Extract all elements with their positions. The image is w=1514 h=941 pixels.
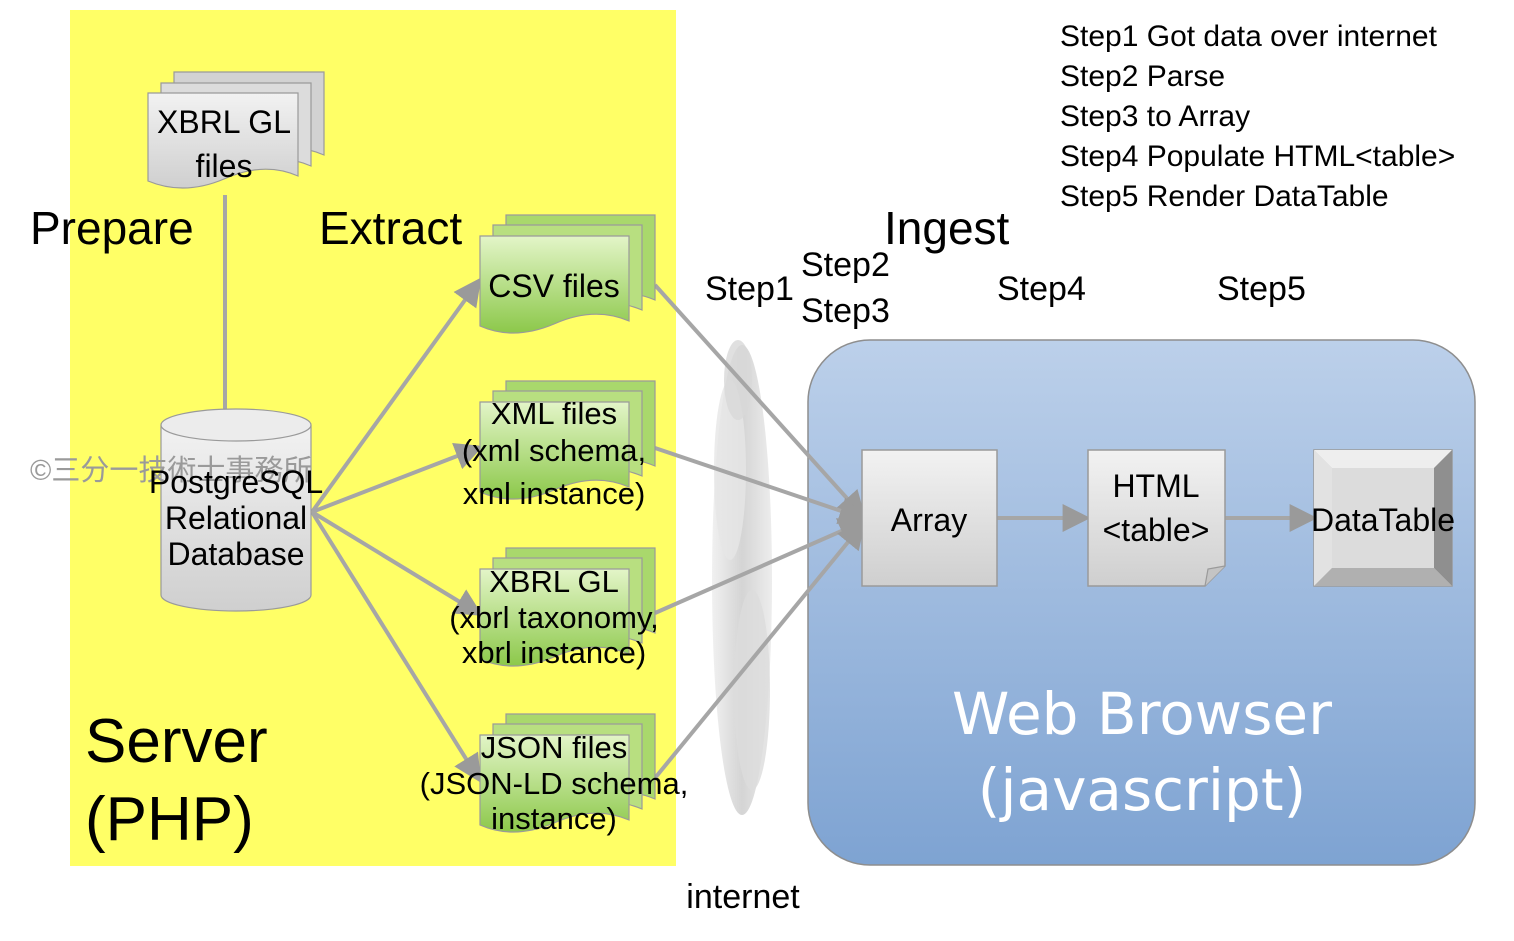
- database-line1: PostgreSQL: [149, 464, 323, 500]
- legend-step2: Step2 Parse: [1060, 60, 1225, 93]
- file-stack-xml: [479, 380, 656, 500]
- json-label-line1: JSON files: [481, 730, 627, 765]
- arrow-xml-to-array: [654, 446, 868, 525]
- legend-step1: Step1 Got data over internet: [1060, 20, 1438, 53]
- xbrl-source-line2: files: [196, 148, 253, 184]
- xbrl-source-line1: XBRL GL: [157, 104, 291, 140]
- array-label: Array: [891, 502, 967, 538]
- arrow-csv-to-array: [653, 283, 866, 520]
- browser-label-line1: Web Browser: [952, 680, 1332, 748]
- datatable-label: DataTable: [1311, 502, 1455, 538]
- phase-extract: Extract: [319, 202, 462, 254]
- file-stack-json: [479, 713, 656, 833]
- xbrl-label-line1: XBRL GL: [489, 564, 619, 599]
- marker-step4: Step4: [997, 270, 1086, 308]
- xbrl-label-line2: (xbrl taxonomy,: [449, 600, 659, 635]
- legend-step5: Step5 Render DataTable: [1060, 180, 1389, 213]
- arrow-db-to-xbrl: [310, 510, 483, 616]
- array-box: [861, 449, 998, 587]
- legend-step4: Step4 Populate HTML<table>: [1060, 140, 1455, 173]
- marker-step5: Step5: [1217, 270, 1306, 308]
- file-stack-csv: [479, 214, 656, 334]
- steps-legend: Step1 Got data over internet Step2 Parse…: [1060, 20, 1455, 213]
- marker-step3: Step3: [801, 292, 890, 330]
- xml-label-line2: (xml schema,: [462, 433, 646, 468]
- arrow-json-to-array: [653, 520, 866, 780]
- database-line3: Database: [168, 536, 305, 572]
- csv-label: CSV files: [488, 268, 620, 304]
- xbrl-source-files: [147, 71, 325, 189]
- flow-arrows: [211, 195, 1318, 783]
- internet-cloud: [712, 340, 772, 815]
- server-label-line1: Server: [85, 707, 268, 776]
- arrow-db-to-csv: [310, 277, 482, 514]
- xml-label-line3: xml instance): [463, 476, 646, 511]
- database-cylinder: [160, 408, 312, 612]
- xml-label-line1: XML files: [491, 396, 617, 431]
- database-line2: Relational: [165, 500, 307, 536]
- arrow-db-to-json: [310, 510, 481, 783]
- datatable-bevel-box: [1313, 449, 1453, 587]
- server-label-line2: (PHP): [85, 785, 254, 854]
- html-table-line1: HTML: [1112, 468, 1199, 504]
- legend-step3: Step3 to Array: [1060, 100, 1250, 133]
- marker-step1: Step1: [705, 270, 794, 308]
- xbrl-label-line3: xbrl instance): [462, 635, 646, 670]
- json-label-line3: instance): [491, 801, 617, 836]
- arrow-db-to-xml: [311, 442, 484, 514]
- html-table-line2: <table>: [1103, 512, 1210, 548]
- phase-prepare: Prepare: [30, 202, 194, 254]
- watermark: ©三分一技術士事務所: [30, 454, 312, 487]
- internet-label: internet: [686, 878, 800, 916]
- phase-ingest: Ingest: [884, 202, 1010, 254]
- arrow-xbrl-to-array: [654, 518, 868, 615]
- file-stack-xbrl: [479, 547, 656, 667]
- browser-label-line2: (javascript): [978, 756, 1306, 824]
- json-label-line2: (JSON-LD schema,: [420, 766, 689, 801]
- marker-step2: Step2: [801, 246, 890, 284]
